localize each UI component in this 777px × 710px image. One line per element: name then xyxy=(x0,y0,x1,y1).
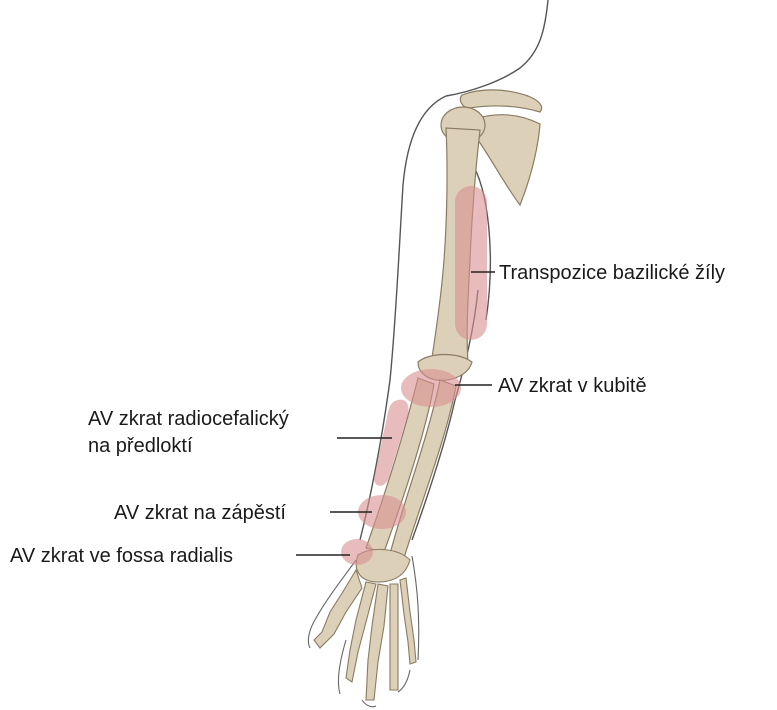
neck-outline xyxy=(446,0,548,96)
zone-fossa-radialis xyxy=(341,539,373,565)
scapula xyxy=(478,115,540,205)
label-fossa-radialis-fistula: AV zkrat ve fossa radialis xyxy=(10,545,233,567)
label-cubital-fistula: AV zkrat v kubitě xyxy=(498,375,647,397)
hand-bones xyxy=(314,549,416,700)
label-forearm-fistula-line1: AV zkrat radiocefalický xyxy=(88,408,289,430)
label-wrist-fistula: AV zkrat na zápěstí xyxy=(114,502,286,524)
zone-cubital xyxy=(401,369,461,407)
label-basilic-transposition: Transpozice bazilické žíly xyxy=(499,262,725,284)
finger-ring xyxy=(390,584,398,690)
zone-basilic-vein xyxy=(455,186,487,340)
label-forearm-fistula-line2: na předloktí xyxy=(88,435,193,457)
finger-little xyxy=(400,578,416,664)
